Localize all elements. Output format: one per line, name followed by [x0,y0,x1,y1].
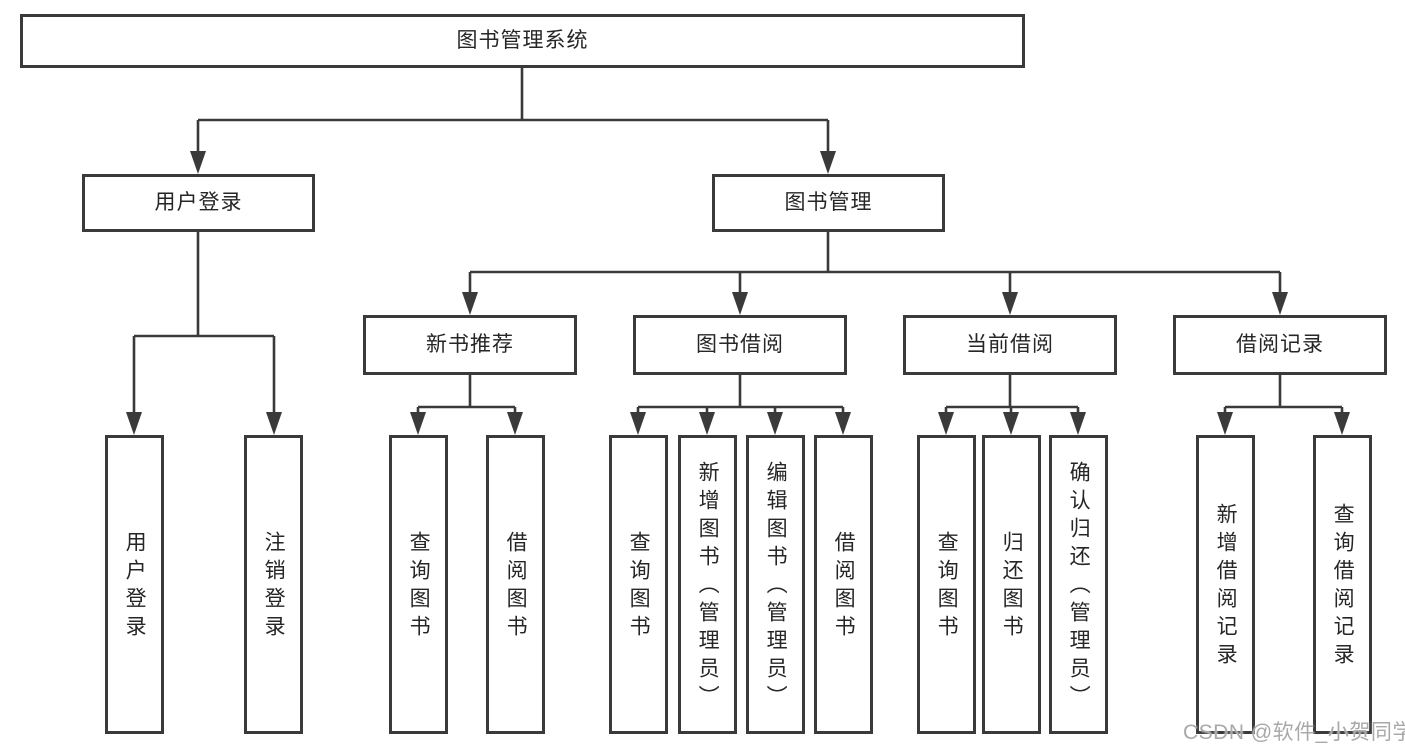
node-leaf-query-books-cb: 查询图书 [917,435,976,734]
node-current-borrowing: 当前借阅 [903,315,1117,375]
node-leaf-query-books-bb: 查询图书 [609,435,668,734]
connector-newbookrec-to-leaves [410,375,523,435]
node-leaf-add-books-admin: 新增图书（管理员） [678,435,737,734]
node-leaf-add-borrow-record: 新增借阅记录 [1196,435,1255,734]
node-leaf-query-borrow-record: 查询借阅记录 [1313,435,1372,734]
node-library-management-system: 图书管理系统 [20,14,1025,68]
node-book-management: 图书管理 [712,174,945,232]
node-leaf-return-books: 归还图书 [982,435,1041,734]
node-user-login: 用户登录 [82,174,315,232]
node-new-book-recommendation: 新书推荐 [363,315,577,375]
node-leaf-edit-books-admin: 编辑图书（管理员） [746,435,805,734]
node-leaf-borrow-books-bb: 借阅图书 [814,435,873,734]
node-leaf-user-login: 用户登录 [105,435,164,734]
node-leaf-confirm-return-admin: 确认归还（管理员） [1049,435,1108,734]
connector-userlogin-to-leaves [126,232,282,435]
node-leaf-borrow-books-rec: 借阅图书 [486,435,545,734]
node-leaf-query-books-rec: 查询图书 [389,435,448,734]
connector-borrowrecord-to-leaves [1217,375,1350,435]
connector-bookmgmt-to-level3 [462,232,1288,315]
node-leaf-logout: 注销登录 [244,435,303,734]
connector-root-to-level2 [190,68,836,174]
watermark: CSDN @软件_小贺同学 [1183,721,1405,744]
connector-bookborrow-to-leaves [630,375,851,435]
node-book-borrowing: 图书借阅 [633,315,847,375]
node-borrowing-records: 借阅记录 [1173,315,1387,375]
connector-currentborrow-to-leaves [938,375,1086,435]
